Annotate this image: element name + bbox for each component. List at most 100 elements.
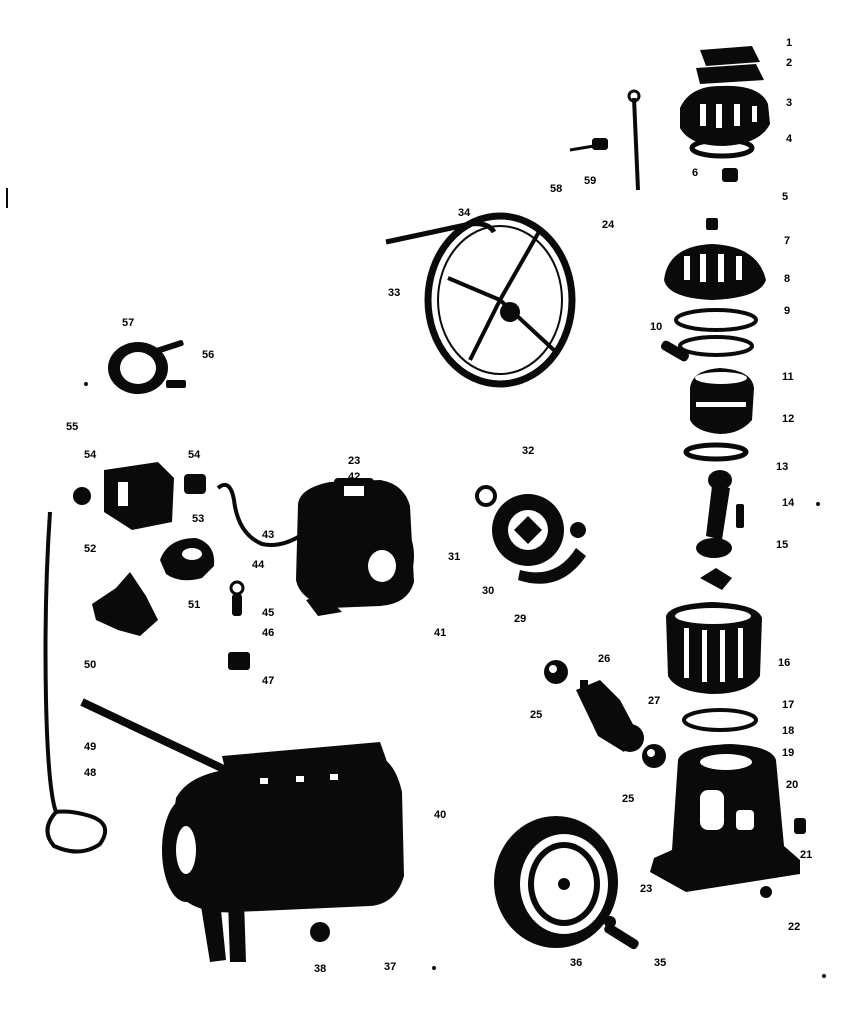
part-unloader-valve [160, 538, 215, 581]
part-axle-bolt [604, 916, 639, 950]
part-drain-plug [760, 818, 806, 898]
callout-8: 8 [784, 273, 790, 285]
part-head-gasket [696, 46, 764, 84]
part-crank-bearing-upper [544, 660, 568, 684]
part-piston [690, 368, 754, 434]
callout-48: 48 [84, 767, 96, 779]
part-crankcase [650, 744, 800, 892]
part-crankshaft [576, 680, 644, 752]
part-motor-cord [216, 483, 302, 547]
callout-25-lower: 25 [622, 793, 634, 805]
callout-37: 37 [384, 961, 396, 973]
part-belt [385, 221, 497, 245]
callout-34: 34 [458, 207, 471, 219]
part-wheel [494, 816, 618, 948]
part-switch-nut [73, 474, 206, 505]
part-crank-bearing-lower [642, 744, 666, 768]
callout-16: 16 [778, 657, 790, 669]
callout-14: 14 [782, 497, 795, 509]
callout-33: 33 [388, 287, 400, 299]
callout-23-crankcase: 23 [640, 883, 652, 895]
callout-4: 4 [786, 133, 793, 145]
callout-13: 13 [776, 461, 788, 473]
part-pulley [108, 340, 186, 394]
part-connecting-rod [696, 470, 744, 558]
callout-2: 2 [786, 57, 792, 69]
callout-43: 43 [262, 529, 274, 541]
callout-54-right: 54 [188, 449, 201, 461]
part-pressure-switch [104, 462, 174, 530]
part-flywheel [424, 212, 576, 388]
part-handle [80, 698, 232, 776]
callout-20: 20 [786, 779, 798, 791]
callout-31: 31 [448, 551, 460, 563]
part-tank-drain [310, 922, 330, 942]
callout-59: 59 [584, 175, 596, 187]
part-piston-ring-lower [683, 442, 749, 462]
callout-41: 41 [434, 627, 446, 639]
callout-9: 9 [784, 305, 790, 317]
part-fitting [228, 580, 250, 670]
callout-46: 46 [262, 627, 274, 639]
callout-25-upper: 25 [530, 709, 542, 721]
part-tank [162, 742, 404, 962]
part-base-gasket [682, 708, 758, 732]
callout-58: 58 [550, 183, 562, 195]
callout-labels: 1 2 3 4 5 6 7 8 9 10 11 12 13 14 15 16 1… [66, 37, 812, 975]
callout-27: 27 [648, 695, 660, 707]
part-piston-rings [674, 308, 758, 357]
callout-56: 56 [202, 349, 214, 361]
part-safety-valve [569, 138, 608, 152]
part-power-cord [43, 511, 108, 854]
callout-57: 57 [122, 317, 134, 329]
callout-30: 30 [482, 585, 494, 597]
part-rod-cap [700, 568, 732, 590]
callout-17: 17 [782, 699, 794, 711]
part-manifold [92, 572, 158, 636]
callout-22: 22 [788, 921, 800, 933]
part-seal-ring [475, 485, 497, 507]
callout-23-motor: 23 [348, 455, 360, 467]
callout-19: 19 [782, 747, 794, 759]
callout-45: 45 [262, 607, 274, 619]
margin-marks [6, 188, 826, 978]
callout-51: 51 [188, 599, 200, 611]
callout-49: 49 [84, 741, 96, 753]
callout-5: 5 [782, 191, 788, 203]
callout-44: 44 [252, 559, 265, 571]
callout-3: 3 [786, 97, 792, 109]
callout-24: 24 [602, 219, 615, 231]
part-wrist-pin [660, 340, 690, 362]
callout-53: 53 [192, 513, 204, 525]
callout-38: 38 [314, 963, 326, 975]
callout-52: 52 [84, 543, 96, 555]
callout-40: 40 [434, 809, 446, 821]
part-bearing-cover [518, 522, 586, 584]
callout-36: 36 [570, 957, 582, 969]
part-valve-plate [689, 137, 755, 159]
callout-7: 7 [784, 235, 790, 247]
part-pump-pin [627, 89, 641, 191]
callout-42: 42 [348, 471, 360, 483]
callout-21: 21 [800, 849, 812, 861]
callout-26: 26 [598, 653, 610, 665]
callout-54-left: 54 [84, 449, 97, 461]
callout-6: 6 [692, 167, 698, 179]
callout-55: 55 [66, 421, 78, 433]
callout-29: 29 [514, 613, 526, 625]
callout-10: 10 [650, 321, 662, 333]
part-cylinder-head [680, 85, 770, 146]
callout-15: 15 [776, 539, 788, 551]
callout-32: 32 [522, 445, 534, 457]
callout-47: 47 [262, 675, 274, 687]
part-bearing [492, 494, 564, 566]
part-motor [296, 478, 414, 616]
part-crankcase-cover [666, 602, 762, 694]
callout-50: 50 [84, 659, 96, 671]
callout-35: 35 [654, 957, 666, 969]
callout-12: 12 [782, 413, 794, 425]
part-cylinder-block [664, 244, 766, 300]
part-valve-reed [706, 168, 738, 230]
callout-1: 1 [786, 37, 792, 49]
